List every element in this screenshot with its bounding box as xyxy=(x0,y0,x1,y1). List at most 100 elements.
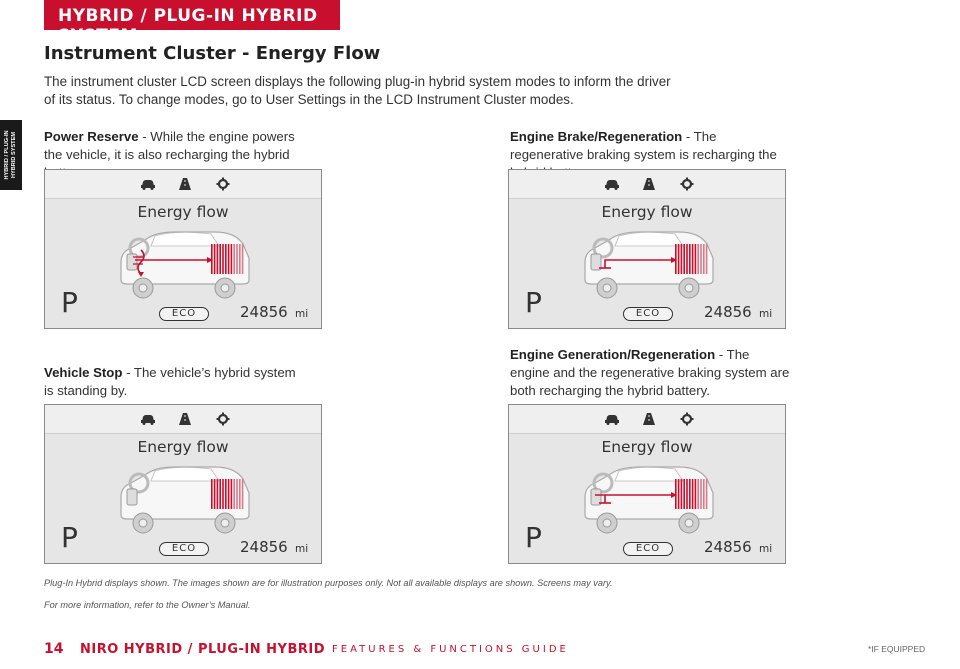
battery-cell xyxy=(686,244,688,274)
caption-vehicle-stop: Vehicle Stop - The vehicle’s hybrid syst… xyxy=(44,365,296,398)
battery-cell xyxy=(222,244,224,274)
road-icon xyxy=(177,412,193,426)
battery-cell xyxy=(691,244,694,274)
guide-title: NIRO HYBRID / PLUG-IN HYBRID xyxy=(80,642,325,657)
battery-cell xyxy=(705,244,708,274)
gear-indicator: P xyxy=(525,521,542,554)
battery-cell xyxy=(697,244,699,274)
road-icon xyxy=(641,412,657,426)
battery-cell xyxy=(211,479,213,509)
battery-cell xyxy=(680,244,683,274)
battery-cell xyxy=(680,479,683,509)
engine-block xyxy=(126,253,138,271)
battery-cell xyxy=(677,479,680,509)
vehicle-illustration xyxy=(115,463,255,535)
vehicle-illustration xyxy=(115,228,255,300)
battery-cell xyxy=(675,479,677,509)
battery-cell xyxy=(230,479,233,509)
page-number: 14 xyxy=(44,641,64,657)
vehicle-diagram xyxy=(584,231,714,299)
battery-cell xyxy=(213,479,216,509)
drive-mode-badge: ECO xyxy=(623,307,673,321)
battery-cell xyxy=(216,244,219,274)
battery-cell xyxy=(225,244,227,274)
drive-mode-badge: ECO xyxy=(159,307,209,321)
engine-block xyxy=(590,253,602,271)
battery-cell xyxy=(675,244,677,274)
battery-cell xyxy=(236,479,238,509)
engine-ring xyxy=(128,472,150,494)
drive-mode-badge: ECO xyxy=(159,542,209,556)
car-icon xyxy=(140,412,156,426)
battery-cell xyxy=(683,244,685,274)
battery-cell xyxy=(230,244,233,274)
car-icon xyxy=(604,412,620,426)
battery-cell xyxy=(239,244,241,274)
gear-cog-icon xyxy=(215,412,231,426)
energy-flow-title: Energy flow xyxy=(601,203,693,221)
battery-cell xyxy=(705,479,708,509)
battery-cell xyxy=(700,479,702,509)
battery-cell xyxy=(239,479,241,509)
gear-indicator: P xyxy=(61,521,78,554)
engine-ring xyxy=(592,237,614,259)
cluster-topbar xyxy=(45,170,321,199)
vehicle-illustration xyxy=(579,463,719,535)
battery-cell xyxy=(219,244,221,274)
odometer-value: 24856 xyxy=(704,538,752,556)
energy-flow-title: Energy flow xyxy=(137,438,229,456)
battery-cell xyxy=(694,479,697,509)
battery-cell xyxy=(233,244,235,274)
battery-cell xyxy=(691,479,694,509)
battery-cell xyxy=(227,479,230,509)
energy-flow-title: Energy flow xyxy=(137,203,229,221)
gear-cog-icon xyxy=(215,177,231,191)
engine-block xyxy=(126,488,138,506)
battery-cell xyxy=(213,244,216,274)
intro-paragraph: The instrument cluster LCD screen displa… xyxy=(44,74,671,107)
battery-cell xyxy=(225,479,227,509)
battery-cell xyxy=(219,479,221,509)
cluster-topbar xyxy=(45,405,321,434)
odometer-unit: mi xyxy=(759,543,773,555)
odometer-unit: mi xyxy=(295,543,309,555)
flow-arrow xyxy=(137,249,145,275)
caption-engine-generation: Engine Generation/Regeneration - The eng… xyxy=(510,347,790,398)
gear-indicator: P xyxy=(525,286,542,319)
car-icon xyxy=(604,177,620,191)
battery-cell xyxy=(233,479,235,509)
engine-block xyxy=(590,488,602,506)
drive-mode-badge: ECO xyxy=(623,542,673,556)
gear-indicator: P xyxy=(61,286,78,319)
battery-cell xyxy=(703,479,705,509)
gear-cog-icon xyxy=(679,412,695,426)
cluster-topbar xyxy=(509,405,785,434)
vehicle-diagram xyxy=(120,466,250,534)
disclaimer-note: Plug-In Hybrid displays shown. The image… xyxy=(44,578,613,588)
battery-cell xyxy=(697,479,699,509)
odometer-value: 24856 xyxy=(704,303,752,321)
battery-cell xyxy=(241,244,244,274)
reference-note: For more information, refer to the Owner… xyxy=(44,600,251,610)
vehicle-illustration xyxy=(579,228,719,300)
vehicle-diagram xyxy=(584,466,714,534)
car-icon xyxy=(140,177,156,191)
battery-cell xyxy=(236,244,238,274)
battery-cell xyxy=(703,244,705,274)
battery-cell xyxy=(700,244,702,274)
battery-cell xyxy=(216,479,219,509)
odometer-value: 24856 xyxy=(240,538,288,556)
battery-cell xyxy=(689,479,691,509)
odometer-value: 24856 xyxy=(240,303,288,321)
odometer-unit: mi xyxy=(295,308,309,320)
battery-cell xyxy=(686,479,688,509)
battery-cell xyxy=(222,479,224,509)
battery-cell xyxy=(689,244,691,274)
engine-ring xyxy=(592,472,614,494)
